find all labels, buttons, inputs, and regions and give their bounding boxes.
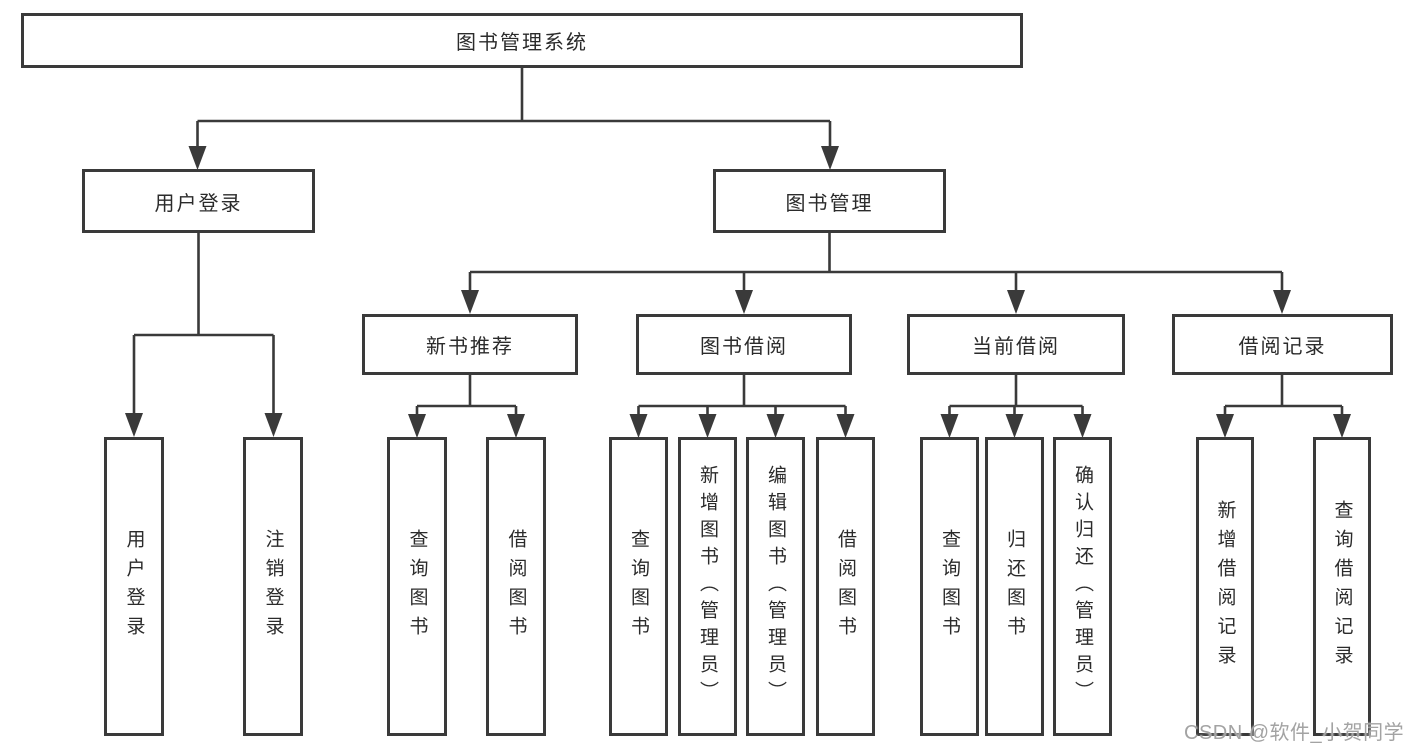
leaf-return-books: 归还图书 [985, 437, 1044, 736]
node-new-book-recommend: 新书推荐 [362, 314, 578, 375]
leaf-newbook-borrow-books: 借阅图书 [486, 437, 546, 736]
leaf-borrowing-borrow-books: 借阅图书 [816, 437, 875, 736]
node-current-borrowing-label: 当前借阅 [972, 336, 1060, 358]
node-book-management: 图书管理 [713, 169, 946, 233]
csdn-watermark: CSDN @软件_小贺同学 [1184, 722, 1405, 744]
node-borrow-records: 借阅记录 [1172, 314, 1393, 375]
leaf-current-query-books-label: 查询图书 [939, 528, 960, 645]
connector-root-to-level2 [188, 68, 839, 170]
leaf-return-books-label: 归还图书 [1004, 528, 1025, 645]
node-user-login: 用户登录 [82, 169, 315, 233]
leaf-current-query-books: 查询图书 [920, 437, 979, 736]
node-borrow-records-label: 借阅记录 [1238, 336, 1327, 358]
connector-new-book-rec-children [408, 375, 525, 438]
node-current-borrowing: 当前借阅 [907, 314, 1125, 375]
leaf-confirm-return-admin-label: 确认归还（管理员） [1072, 465, 1093, 708]
leaf-add-borrow-record-label: 新增借阅记录 [1214, 499, 1236, 674]
leaf-logout: 注销登录 [243, 437, 303, 736]
node-book-management-label: 图书管理 [785, 192, 874, 215]
leaf-query-borrow-record: 查询借阅记录 [1313, 437, 1371, 736]
leaf-newbook-query-books-label: 查询图书 [406, 528, 428, 645]
node-new-book-recommend-label: 新书推荐 [426, 336, 514, 358]
connector-user-login-children [125, 233, 283, 437]
connector-borrow-records-children [1216, 375, 1351, 438]
leaf-borrowing-borrow-books-label: 借阅图书 [835, 528, 856, 645]
leaf-borrowing-query-books-label: 查询图书 [628, 528, 649, 645]
leaf-newbook-query-books: 查询图书 [387, 437, 447, 736]
leaf-newbook-borrow-books-label: 借阅图书 [505, 528, 527, 645]
connector-book-mgmt-children [461, 233, 1291, 314]
node-root-system: 图书管理系统 [21, 13, 1023, 68]
leaf-user-login: 用户登录 [104, 437, 164, 736]
leaf-borrowing-query-books: 查询图书 [609, 437, 668, 736]
leaf-user-login-label: 用户登录 [123, 528, 145, 645]
leaf-add-books-admin-label: 新增图书（管理员） [697, 465, 718, 708]
node-book-borrowing: 图书借阅 [636, 314, 852, 375]
node-book-borrowing-label: 图书借阅 [700, 336, 788, 358]
leaf-add-books-admin: 新增图书（管理员） [678, 437, 737, 736]
node-user-login-label: 用户登录 [154, 192, 243, 215]
leaf-edit-books-admin: 编辑图书（管理员） [746, 437, 805, 736]
connector-current-borrow-children [940, 375, 1092, 438]
node-root-label: 图书管理系统 [456, 32, 588, 54]
connector-book-borrow-children [629, 375, 855, 438]
leaf-query-borrow-record-label: 查询借阅记录 [1331, 499, 1353, 674]
leaf-logout-label: 注销登录 [262, 528, 284, 645]
leaf-confirm-return-admin: 确认归还（管理员） [1053, 437, 1112, 736]
leaf-add-borrow-record: 新增借阅记录 [1196, 437, 1254, 736]
leaf-edit-books-admin-label: 编辑图书（管理员） [765, 465, 786, 708]
